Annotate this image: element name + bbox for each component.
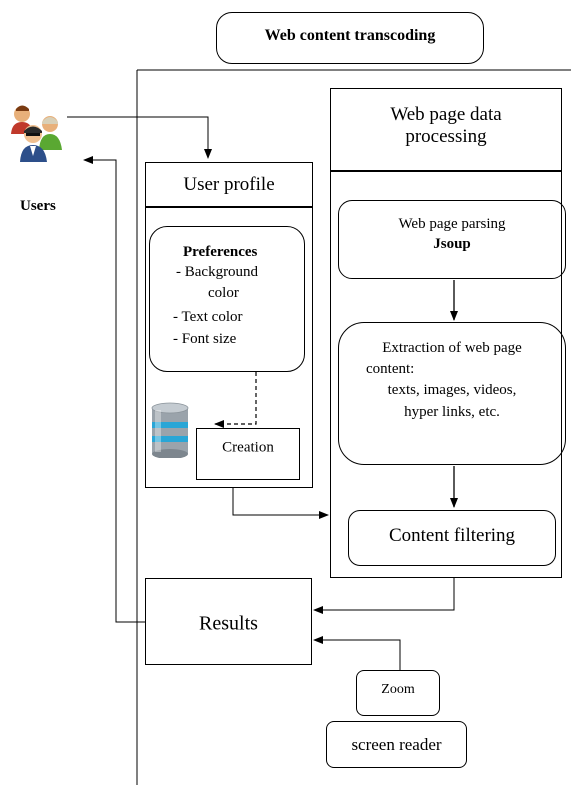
arrow-users-to-profile bbox=[67, 116, 212, 159]
results-box bbox=[145, 578, 312, 665]
title-box bbox=[216, 12, 484, 64]
arrow-processing-to-results bbox=[313, 578, 455, 614]
results-label: Results bbox=[199, 612, 258, 635]
screen-reader-box bbox=[326, 721, 467, 768]
processing-heading-line1: Web page data bbox=[390, 104, 502, 125]
arrow-profile-to-processing bbox=[232, 488, 329, 519]
users-label: Users bbox=[20, 198, 56, 214]
preference-line: - Font size bbox=[173, 331, 237, 347]
creation-label: Creation bbox=[222, 439, 274, 456]
preferences-box bbox=[149, 226, 305, 372]
preference-line: - Text color bbox=[173, 309, 243, 325]
extraction-line: texts, images, videos, bbox=[387, 382, 517, 398]
title-text: Web content transcoding bbox=[264, 27, 436, 44]
extraction-line: Extraction of web page bbox=[382, 340, 522, 356]
extraction-line: content: bbox=[366, 361, 415, 377]
content-filtering-label: Content filtering bbox=[388, 525, 516, 546]
processing-header bbox=[330, 88, 562, 172]
zoom-label: Zoom bbox=[381, 682, 415, 697]
zoom-box bbox=[356, 670, 440, 716]
arrow-zoom-to-results bbox=[313, 636, 401, 670]
parsing-line2: Jsoup bbox=[433, 236, 471, 252]
content-filtering-box bbox=[348, 510, 556, 566]
arrow-results-to-users bbox=[83, 156, 145, 623]
creation-box bbox=[196, 428, 300, 480]
extraction-line: hyper links, etc. bbox=[404, 404, 500, 420]
parsing-box bbox=[338, 200, 566, 279]
database-icon bbox=[149, 402, 191, 459]
users-group-icon bbox=[8, 100, 66, 170]
processing-heading-line2: processing bbox=[405, 126, 487, 147]
parsing-line1: Web page parsing bbox=[398, 216, 506, 232]
user-profile-panel bbox=[145, 208, 313, 488]
preference-line: - Background bbox=[176, 264, 259, 280]
user-profile-heading: User profile bbox=[183, 174, 275, 195]
dashed-prefs-to-creation bbox=[214, 372, 257, 428]
screen-reader-label: screen reader bbox=[351, 735, 442, 754]
user-profile-header bbox=[145, 162, 313, 208]
outer-container-border bbox=[136, 69, 571, 785]
extraction-box bbox=[338, 322, 566, 465]
preference-line: color bbox=[208, 285, 239, 301]
processing-panel bbox=[330, 172, 562, 578]
preferences-title: Preferences bbox=[183, 244, 258, 260]
